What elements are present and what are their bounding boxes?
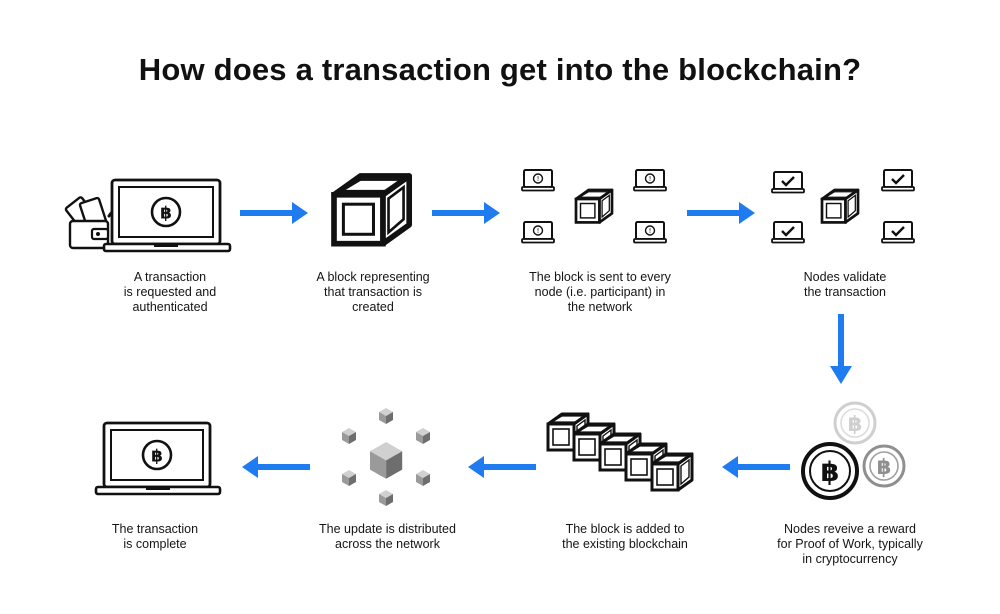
svg-text:!: !	[649, 227, 652, 235]
arrow-right-3-icon	[687, 202, 755, 224]
arrow-left-1-icon	[722, 456, 790, 478]
validated-nodes-illustration	[771, 169, 915, 244]
arrow-left-3-icon	[242, 456, 310, 478]
arrow-down-icon	[830, 314, 852, 384]
step-4-caption: Nodes validate the transaction	[803, 270, 887, 299]
step-3-caption: The block is sent to every node (i.e. pa…	[529, 270, 671, 314]
svg-text:฿: ฿	[821, 457, 840, 488]
arrow-right-2-icon	[432, 202, 500, 224]
step-7-caption: The update is distributed across the net…	[319, 522, 456, 551]
laptop-icon: ฿	[94, 421, 222, 496]
arrow-left-2-icon	[468, 456, 536, 478]
laptop-icon: !	[633, 221, 667, 244]
step-2-caption: A block representing that transaction is…	[316, 270, 430, 314]
bitcoin-icon: ฿	[150, 196, 182, 228]
wallet-laptop-illustration: ฿	[64, 178, 232, 253]
bitcoin-icon: ฿	[141, 439, 173, 471]
svg-text:฿: ฿	[151, 447, 163, 467]
network-nodes-illustration: ! ! ! !	[521, 169, 667, 244]
cube-icon	[574, 188, 614, 224]
arrow-right-1-icon	[240, 202, 308, 224]
laptop-icon: !	[521, 221, 555, 244]
network-cube-icon	[342, 408, 430, 506]
svg-text:฿: ฿	[848, 412, 863, 436]
svg-text:!: !	[537, 175, 540, 183]
step-8-caption: The transaction is complete	[111, 522, 199, 551]
laptop-icon: !	[521, 169, 555, 192]
blockchain-icon	[546, 412, 694, 492]
svg-text:฿: ฿	[877, 455, 892, 479]
wallet-icon	[64, 196, 110, 250]
cube-icon	[334, 172, 414, 252]
step-6-caption: The block is added to the existing block…	[562, 522, 688, 551]
laptop-icon: !	[633, 169, 667, 192]
laptop-check-icon	[881, 221, 915, 244]
step-1-caption: A transaction is requested and authentic…	[123, 270, 217, 314]
page-title: How does a transaction get into the bloc…	[138, 52, 862, 87]
svg-text:!: !	[537, 227, 540, 235]
laptop-check-icon	[771, 221, 805, 244]
step-5-caption: Nodes reveive a reward for Proof of Work…	[777, 522, 923, 566]
laptop-check-icon	[771, 171, 805, 194]
laptop-check-icon	[881, 169, 915, 192]
cube-icon	[820, 188, 860, 224]
bitcoin-coin-icon: ฿ ฿ ฿	[801, 401, 906, 500]
svg-text:฿: ฿	[160, 204, 172, 224]
svg-text:!: !	[649, 175, 652, 183]
